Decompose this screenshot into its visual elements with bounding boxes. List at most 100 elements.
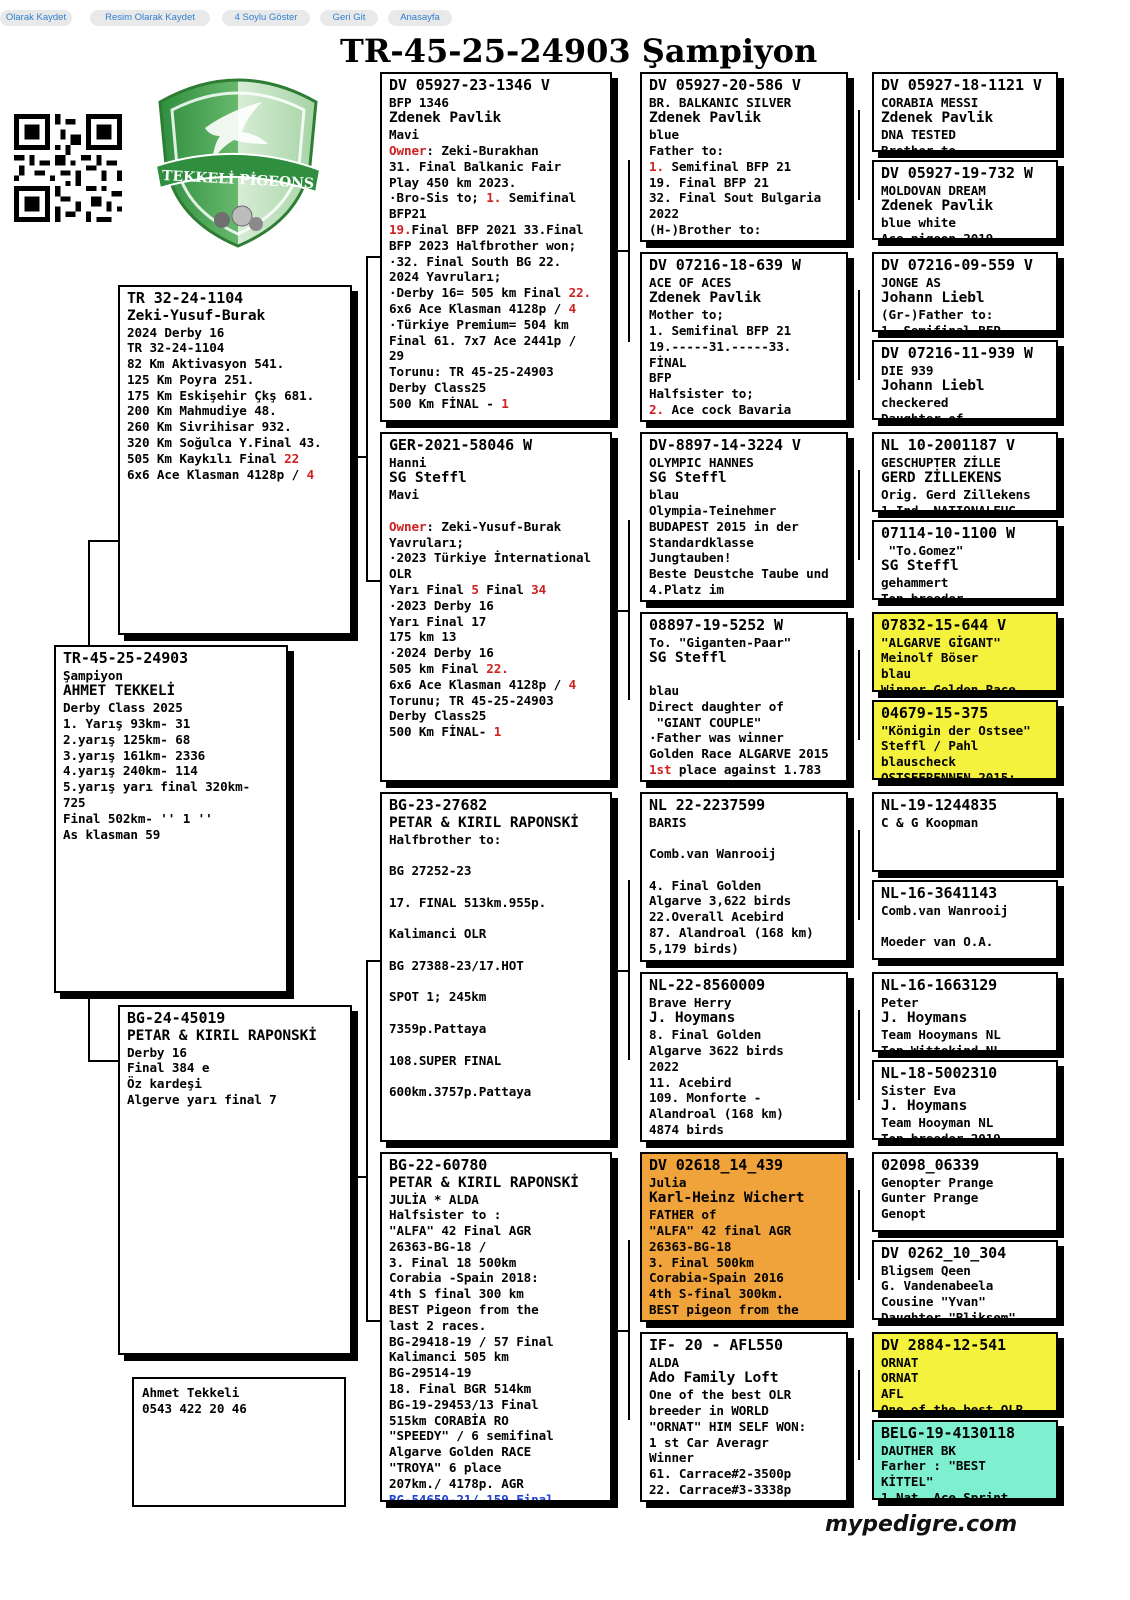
highlighted-text: 22. — [568, 285, 592, 301]
card-line: SPOT 1; 245km — [389, 989, 487, 1005]
connector-line — [858, 470, 860, 560]
card-line: AFL — [881, 1386, 904, 1402]
card-line: DAUTHER BK — [881, 1442, 956, 1458]
card-line: ·Türkiye Premium= 504 km — [389, 316, 569, 332]
card-line: "ALFA" 42 final AGR — [649, 1223, 792, 1239]
card-line: FİNAL — [649, 354, 687, 370]
card-line: Öz kardeşi — [127, 1076, 202, 1092]
go-back-button[interactable]: Geri Git — [320, 10, 378, 26]
card-line: To. "Giganten-Paar" — [649, 634, 792, 650]
card-line: BR. BALKANIC SILVER — [649, 94, 792, 110]
card-line: "To.Gomez" — [881, 542, 964, 558]
connector-line — [366, 960, 368, 1320]
pedigree-card-gen5[interactable]: 07832-15-644 V"ALGARVE GİGANT"Meinolf Bö… — [872, 612, 1058, 692]
card-line: "Königin der Ostsee" — [881, 722, 1031, 738]
card-line: (H-)Brother to: — [649, 222, 762, 238]
save-as-image-button[interactable]: Resim Olarak Kaydet — [90, 10, 210, 26]
ring-number: BELG-19-4130118 — [881, 1424, 1015, 1442]
card-line: BG 27388-23/17.HOT — [389, 957, 524, 973]
card-line: pigeons on 505 km and — [649, 778, 839, 780]
card-line: KİTTEL" — [881, 1474, 934, 1490]
card-line: OLR — [389, 566, 412, 582]
card-line: Standardklasse — [649, 534, 754, 550]
card-line: Zdenek Pavlik — [389, 110, 502, 127]
page-title: TR-45-25-24903 Şampiyon — [340, 32, 818, 70]
connector-line — [366, 1320, 380, 1322]
card-line: PETAR & KIRIL RAPONSKİ — [127, 1027, 317, 1044]
text-segment: 6x6 Ace Klasman 4128p / — [389, 676, 569, 692]
card-line: J. Hoymans — [881, 1098, 968, 1115]
connector-line — [858, 830, 860, 920]
card-line: blau — [881, 666, 911, 682]
card-line: ·2023 Türkiye İnternational — [389, 550, 592, 566]
card-line: ACE OF ACES — [649, 274, 732, 290]
card-line: One of the best OLR — [881, 1401, 1024, 1412]
card-line: Orig. Gerd Zillekens — [881, 487, 1031, 503]
card-line: BEST pigeon from the — [649, 1302, 799, 1318]
card-line: PETAR & KIRIL RAPONSKİ — [389, 1174, 579, 1191]
card-line: ORNAT — [881, 1354, 919, 1370]
ring-number: IF- 20 - AFL550 — [649, 1336, 783, 1354]
connector-line — [612, 970, 630, 972]
card-line: "GIANT COUPLE" — [649, 714, 762, 730]
text-segment: place against 1.783 — [671, 762, 822, 778]
card-line: Brave Herry — [649, 994, 732, 1010]
card-line: Direct daughter of — [649, 698, 784, 714]
card-line: Algerve yarı final 7 — [127, 1091, 277, 1107]
text-segment: Yarı Final — [389, 582, 472, 598]
card-line: Zeki-Yusuf-Burak — [127, 307, 266, 324]
card-line: 11. Acebird — [649, 1074, 732, 1090]
brand-footer[interactable]: mypedigre.com — [825, 1512, 1018, 1537]
card-line: 4.Platz im — [649, 582, 724, 598]
pedigree-card-gen5[interactable]: 04679-15-375"Königin der Ostsee"Steffl /… — [872, 700, 1058, 780]
ring-number: 08897-19-5252 W — [649, 616, 783, 634]
text-segment: : Zeki-Burakhan — [426, 143, 539, 159]
card-line — [649, 830, 839, 846]
card-line: Halfsister to; — [649, 386, 754, 402]
card-line: Ace pigeon 2019 — [881, 231, 994, 240]
card-line: Steffl / Pahl — [881, 738, 979, 754]
card-line: Moeder van O.A. — [881, 934, 994, 950]
card-line: Winner Golden Race — [881, 681, 1016, 692]
card-line: 29 — [389, 348, 404, 364]
card-line: 18. Final BGR 514km — [389, 1381, 532, 1397]
card-line: Genopt — [881, 1206, 926, 1222]
save-button[interactable]: Olarak Kaydet — [0, 10, 72, 26]
show-four-generations-button[interactable]: 4 Soylu Göster — [222, 10, 310, 26]
qr-code-icon[interactable] — [14, 114, 122, 222]
text-segment: : Zeki-Yusuf-Burak — [426, 518, 562, 534]
ring-number: NL-18-5002310 — [881, 1064, 998, 1082]
home-button[interactable]: Anasayfa — [388, 10, 452, 26]
card-line: Yarı Final 17 — [389, 613, 487, 629]
text-segment: Semifinal BFP 21 — [663, 158, 792, 174]
